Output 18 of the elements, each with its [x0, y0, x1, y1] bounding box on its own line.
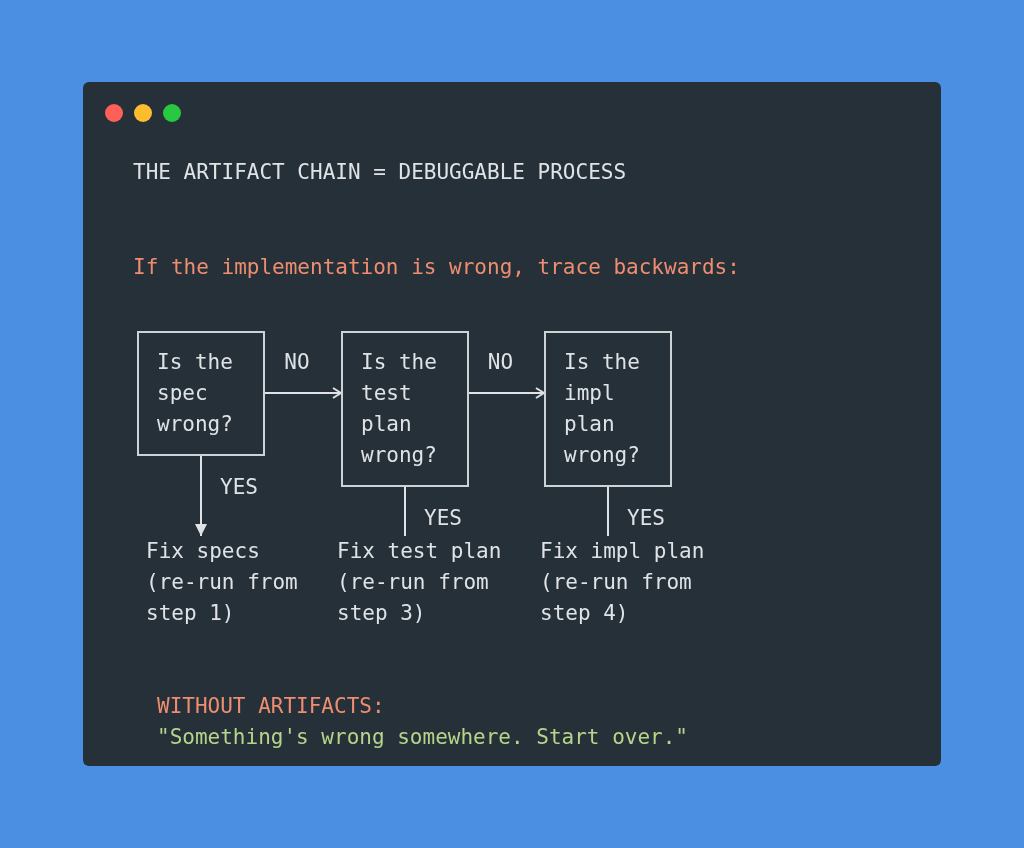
- question-text: Is the spec wrong?: [157, 349, 234, 438]
- result-text: Fix specs (re-run from step 1): [146, 536, 316, 629]
- arrow: [264, 387, 342, 399]
- section-heading: WITHOUT ARTIFACTS:: [157, 693, 385, 720]
- decision-box: [544, 331, 672, 487]
- instruction-text: If the implementation is wrong, trace backwards:: [133, 254, 740, 281]
- decision-box: [137, 331, 265, 456]
- result-text: Fix test plan (re-run from step 3): [337, 536, 507, 629]
- question-text: Is the test plan wrong?: [361, 349, 438, 469]
- arrow: [195, 455, 207, 537]
- quote-text: "Something's wrong somewhere. Start over.": [157, 724, 688, 751]
- title: THE ARTIFACT CHAIN = DEBUGGABLE PROCESS: [133, 159, 627, 186]
- arrow: [468, 387, 545, 399]
- decision-box: [341, 331, 469, 487]
- connector-line: [404, 486, 406, 537]
- connector-line: [607, 486, 609, 537]
- result-text: Fix impl plan (re-run from step 4): [540, 536, 710, 629]
- question-text: Is the impl plan wrong?: [564, 349, 641, 469]
